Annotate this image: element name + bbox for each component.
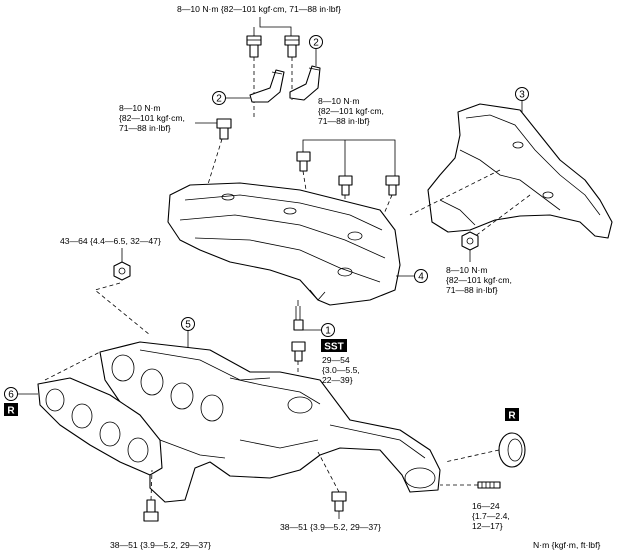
torque-label-left-1: 8—10 N·m <box>119 103 161 113</box>
units-note: N·m {kgf·m, ft·lbf} <box>533 540 600 550</box>
callout-1: 1 <box>321 323 335 337</box>
torque-label-sensor-1: 29—54 <box>322 355 350 365</box>
exhaust-manifold <box>99 341 441 503</box>
top-bolt-right <box>284 35 300 58</box>
callout-2a: 2 <box>212 91 226 105</box>
mid-bolt-a <box>296 151 311 172</box>
torque-label-sensor-3: 22—39} <box>322 375 353 385</box>
left-insulator-bolt <box>216 118 232 140</box>
mid-bolt-c <box>385 175 400 196</box>
torque-label-top: 8—10 N·m {82—101 kgf·cm, 71—88 in·lbf} <box>177 4 341 14</box>
torque-label-left-2: {82—101 kgf·cm, <box>119 113 185 123</box>
oxygen-sensor <box>291 300 306 362</box>
bottom-bolt-left <box>143 499 159 522</box>
top-bolt-left <box>246 35 262 58</box>
torque-label-mid-2: {82—101 kgf·cm, <box>318 106 384 116</box>
callout-6: 6 <box>4 387 18 401</box>
callout-2b-number: 2 <box>313 38 319 49</box>
torque-label-stud-3: 12—17} <box>472 521 503 531</box>
callout-3: 3 <box>515 87 529 101</box>
mid-bolt-b <box>338 175 353 196</box>
r-badge-ring-text: R <box>508 411 516 422</box>
callout-2b: 2 <box>309 35 323 49</box>
torque-label-left-3: 71—88 in·lbf} <box>119 123 171 133</box>
callout-2a-number: 2 <box>216 94 222 105</box>
heat-insulator-right <box>427 103 613 239</box>
ring-gasket <box>498 432 526 468</box>
r-badge-gasket-text: R <box>7 406 15 417</box>
stud-bolt <box>477 481 501 489</box>
bracket-left <box>249 69 285 103</box>
manifold-gasket <box>37 377 163 476</box>
manifold-nut <box>113 261 131 281</box>
torque-label-mid-3: 71—88 in·lbf} <box>318 116 370 126</box>
sst-badge: SST <box>321 339 347 353</box>
callout-5: 5 <box>181 317 195 331</box>
torque-label-right-2: {82—101 kgf·cm, <box>446 275 512 285</box>
torque-label-stud-1: 16—24 <box>472 501 500 511</box>
callout-3-number: 3 <box>519 90 525 101</box>
torque-label-sensor-2: {3.0—5.5, <box>322 365 360 375</box>
r-badge-gasket: R <box>4 403 18 417</box>
torque-label-right-1: 8—10 N·m <box>446 265 488 275</box>
right-insulator-nut <box>461 231 479 251</box>
bracket-right <box>289 65 321 101</box>
callout-5-number: 5 <box>185 320 191 331</box>
callout-4: 4 <box>414 269 428 283</box>
callout-4-number: 4 <box>418 272 424 283</box>
r-badge-ring: R <box>505 408 519 422</box>
callout-1-number: 1 <box>325 326 331 337</box>
torque-label-bottom-left: 38—51 {3.9—5.2, 29—37} <box>110 540 211 550</box>
sst-badge-text: SST <box>324 342 343 353</box>
heat-insulator <box>167 182 401 306</box>
torque-label-nut: 43—64 {4.4—6.5, 32—47} <box>60 236 161 246</box>
torque-label-right-3: 71—88 in·lbf} <box>446 285 498 295</box>
torque-label-bottom-mid: 38—51 {3.9—5.2, 29—37} <box>280 522 381 532</box>
torque-label-stud-2: {1.7—2.4, <box>472 511 510 521</box>
callout-6-number: 6 <box>8 390 14 401</box>
torque-label-mid-1: 8—10 N·m <box>318 96 360 106</box>
bottom-bolt-mid <box>331 491 347 512</box>
